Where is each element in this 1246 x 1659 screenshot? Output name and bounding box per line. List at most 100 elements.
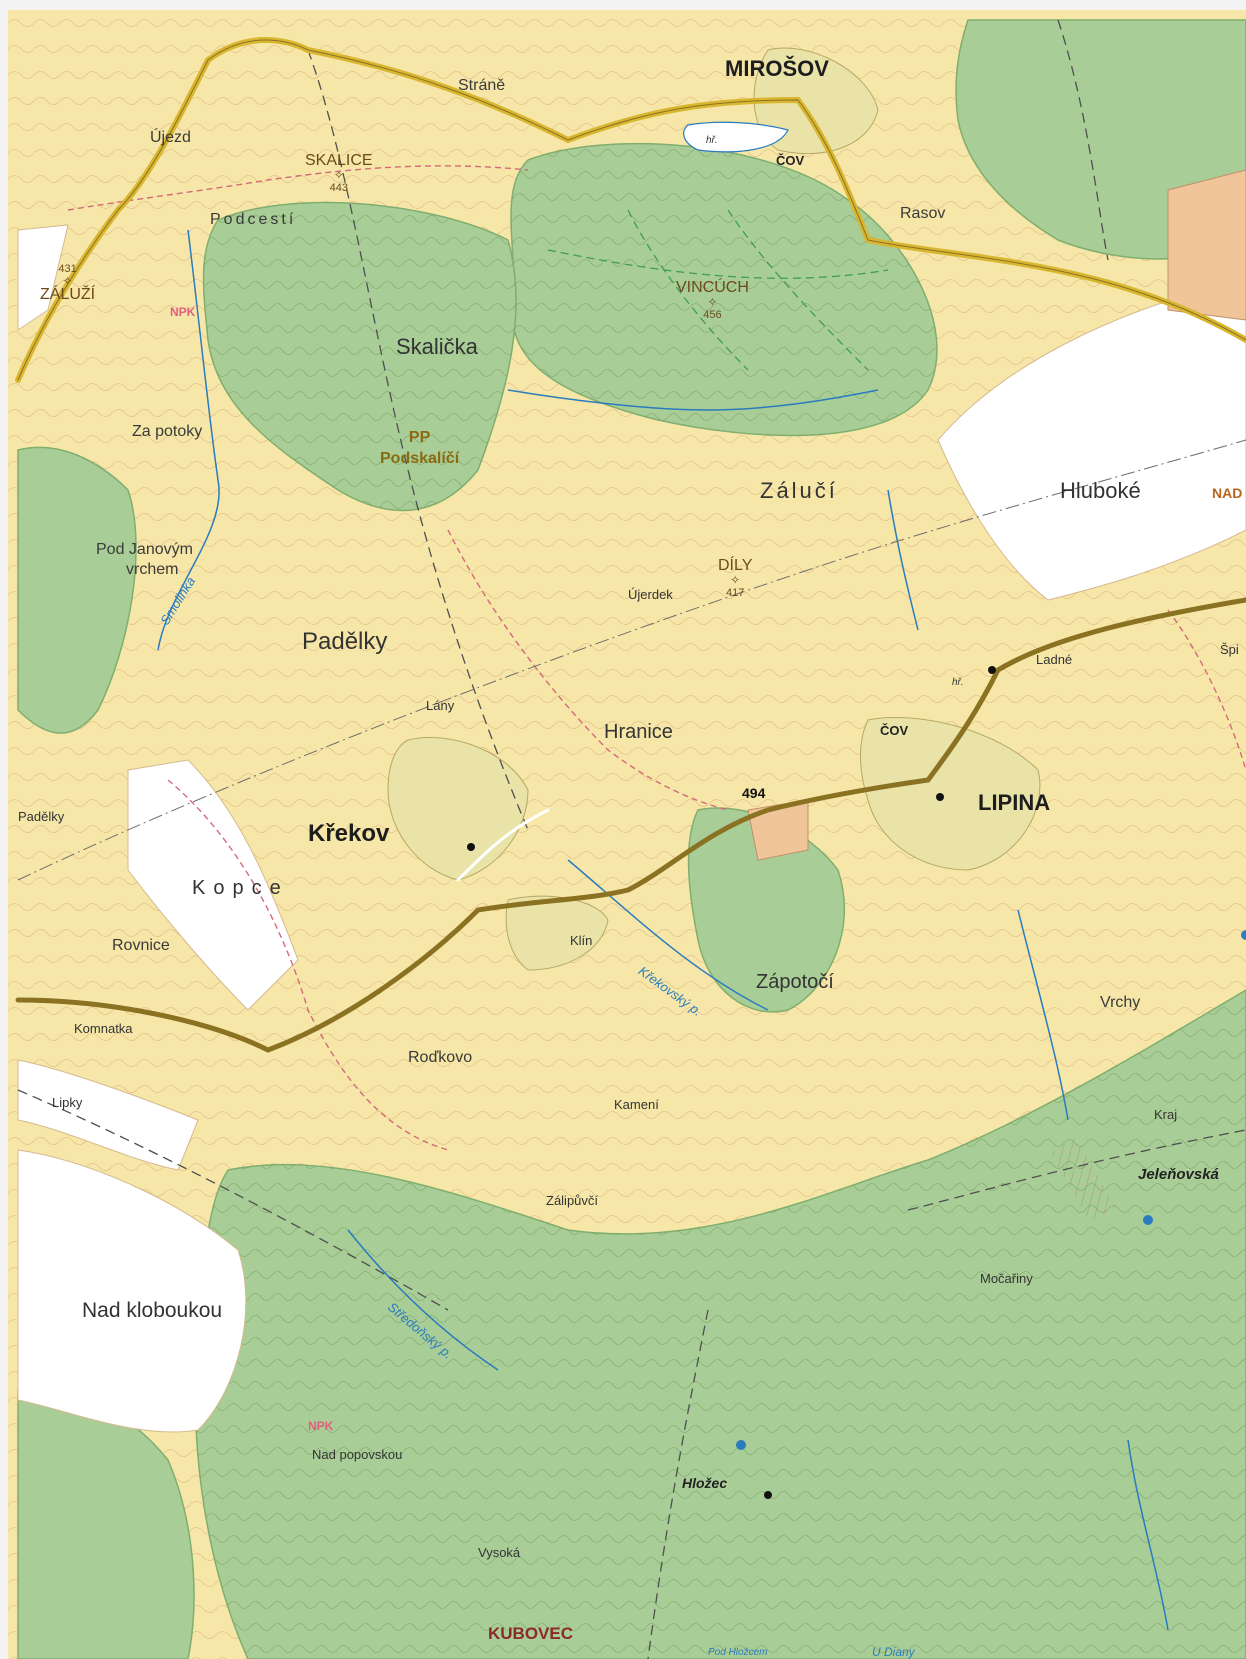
place-padelky[interactable]: Padělky bbox=[302, 628, 388, 655]
place-pod-janovym-line1: Pod Janovým bbox=[96, 541, 193, 558]
forest-west bbox=[17, 446, 137, 734]
peak-mark-icon: ✧ bbox=[62, 274, 73, 288]
place-ujezd[interactable]: Újezd bbox=[150, 129, 191, 146]
settlement-mirosov bbox=[753, 47, 879, 155]
boundary-1 bbox=[67, 165, 529, 211]
settlement-industrial bbox=[1167, 169, 1246, 321]
roads bbox=[15, 37, 1246, 1053]
town-lipina[interactable]: LIPINA bbox=[978, 790, 1051, 815]
peak-vincuch[interactable]: VINCÚCH ✧ 456 bbox=[676, 280, 749, 321]
nature-reserve-podskalici[interactable]: PP Podskalíčí bbox=[380, 428, 459, 470]
town-mirosov[interactable]: MIROŠOV bbox=[725, 56, 829, 81]
meadow-areas bbox=[17, 224, 1246, 1433]
place-spi[interactable]: Špi bbox=[1220, 642, 1239, 657]
markers bbox=[467, 666, 1246, 1499]
place-hlozec[interactable]: Hložec bbox=[682, 1475, 728, 1491]
stream-smolinka bbox=[157, 229, 220, 651]
town-kubovec[interactable]: KUBOVEC bbox=[488, 1624, 574, 1643]
peak-name: DÍLY bbox=[718, 557, 753, 574]
path-2 bbox=[17, 1089, 449, 1311]
place-komnatka[interactable]: Komnatka bbox=[74, 1021, 133, 1036]
map-frame[interactable]: MIROŠOV LIPINA Křekov KUBOVEC SKALICE ✧ … bbox=[8, 10, 1246, 1659]
place-ujerdek[interactable]: Újerdek bbox=[628, 587, 673, 602]
place-strane[interactable]: Stráně bbox=[458, 77, 506, 94]
place-rasov[interactable]: Rasov bbox=[900, 205, 946, 222]
boundary-4 bbox=[1167, 609, 1246, 771]
place-lany[interactable]: Lány bbox=[426, 698, 455, 713]
place-jelenovska[interactable]: Jeleňovská bbox=[1138, 1166, 1219, 1183]
admin-line bbox=[17, 439, 1246, 881]
peak-mark-icon: ✧ bbox=[707, 295, 718, 309]
peak-skalice[interactable]: SKALICE ✧ 443 bbox=[305, 153, 373, 194]
road-number-label[interactable]: 494 bbox=[742, 785, 766, 801]
meadow-hluboke bbox=[937, 279, 1246, 601]
place-hluboke[interactable]: Hluboké bbox=[1060, 478, 1141, 503]
settlement-lipina bbox=[860, 717, 1041, 871]
peak-mark-icon: ✧ bbox=[333, 168, 344, 182]
peak-name: SKALICE bbox=[305, 152, 373, 169]
peak-name: VINCÚCH bbox=[676, 279, 749, 296]
place-vrchy[interactable]: Vrchy bbox=[1100, 994, 1141, 1011]
path-1 bbox=[307, 49, 529, 831]
meadow-kopce bbox=[127, 759, 299, 1011]
place-kopce[interactable]: Kopce bbox=[192, 877, 289, 899]
peak-dily[interactable]: DÍLY ✧ 417 bbox=[718, 558, 752, 599]
path-4 bbox=[907, 1129, 1246, 1211]
stream-east bbox=[1017, 909, 1069, 1121]
place-pod-janovym[interactable]: Pod Janovým vrchem bbox=[96, 542, 193, 578]
spring-1 bbox=[1241, 930, 1246, 940]
place-vysoka[interactable]: Vysoká bbox=[478, 1545, 521, 1560]
nature-reserve-line1: PP bbox=[408, 429, 431, 446]
place-hranice[interactable]: Hranice bbox=[604, 721, 673, 743]
place-zalipuvci[interactable]: Zálipůvčí bbox=[546, 1193, 599, 1208]
path-5 bbox=[1057, 19, 1109, 261]
place-kraj[interactable]: Kraj bbox=[1154, 1107, 1178, 1122]
trail-label-north[interactable]: NPK bbox=[170, 305, 196, 319]
stream-vincuch bbox=[507, 389, 879, 411]
peak-elevation: 431 bbox=[58, 263, 77, 275]
wastewater-label-lipina[interactable]: ČOV bbox=[880, 723, 909, 738]
playground-label-lipina[interactable]: hř. bbox=[952, 677, 964, 688]
road-local-1 bbox=[456, 808, 550, 882]
map-canvas[interactable] bbox=[8, 10, 1246, 1659]
place-pod-hlozcem[interactable]: Pod Hložcem bbox=[708, 1647, 768, 1658]
place-zaluci[interactable]: Zálučí bbox=[760, 478, 838, 503]
place-zapoci[interactable]: Zápotočí bbox=[756, 971, 834, 993]
place-za-potoky[interactable]: Za potoky bbox=[132, 423, 203, 440]
place-nad-kloboukou[interactable]: Nad kloboukou bbox=[82, 1299, 223, 1322]
place-rovnice[interactable]: Rovnice bbox=[112, 937, 170, 954]
peak-name: ZÁLUŽÍ bbox=[40, 286, 96, 303]
playground-label-mirosov[interactable]: hř. bbox=[706, 135, 718, 146]
spring-3 bbox=[736, 1440, 746, 1450]
peak-elevation: 417 bbox=[726, 587, 745, 599]
town-krekov[interactable]: Křekov bbox=[308, 820, 390, 847]
place-lipky[interactable]: Lipky bbox=[52, 1095, 83, 1110]
place-skalicka[interactable]: Skalička bbox=[396, 334, 478, 359]
place-ladne[interactable]: Ladné bbox=[1036, 652, 1073, 667]
church-lipina bbox=[936, 793, 944, 801]
place-klin[interactable]: Klín bbox=[570, 933, 593, 948]
place-nad-popovskou[interactable]: Nad popovskou bbox=[312, 1447, 403, 1462]
junction-hlozec bbox=[764, 1491, 772, 1499]
settlement-krekov bbox=[387, 736, 529, 881]
meadow-lipky bbox=[17, 1059, 199, 1171]
place-u-diany[interactable]: U Diany bbox=[872, 1645, 915, 1659]
place-rodkovo[interactable]: Roďkovo bbox=[408, 1049, 473, 1066]
pond-mirosov bbox=[683, 121, 789, 153]
place-kameni[interactable]: Kamení bbox=[614, 1097, 659, 1112]
place-padelky-west[interactable]: Padělky bbox=[18, 809, 65, 824]
streams bbox=[157, 229, 1169, 1631]
wastewater-label-mirosov[interactable]: ČOV bbox=[776, 153, 805, 168]
place-podcesti[interactable]: Podcestí bbox=[210, 211, 297, 228]
trail-label-south[interactable]: NPK bbox=[308, 1419, 334, 1433]
junction-ladne bbox=[988, 666, 996, 674]
peak-zaluzi[interactable]: 431 ✧ ZÁLUŽÍ bbox=[40, 262, 95, 303]
road-494 bbox=[15, 597, 1246, 1053]
meadow-zaluzi bbox=[17, 224, 69, 331]
place-mocariny[interactable]: Močařiny bbox=[980, 1271, 1033, 1286]
path-3 bbox=[647, 1309, 709, 1659]
quarry-strip bbox=[1050, 1137, 1116, 1223]
peak-elevation: 456 bbox=[703, 309, 722, 321]
forest-contours bbox=[195, 143, 1246, 1659]
place-nad[interactable]: NAD bbox=[1212, 485, 1243, 501]
